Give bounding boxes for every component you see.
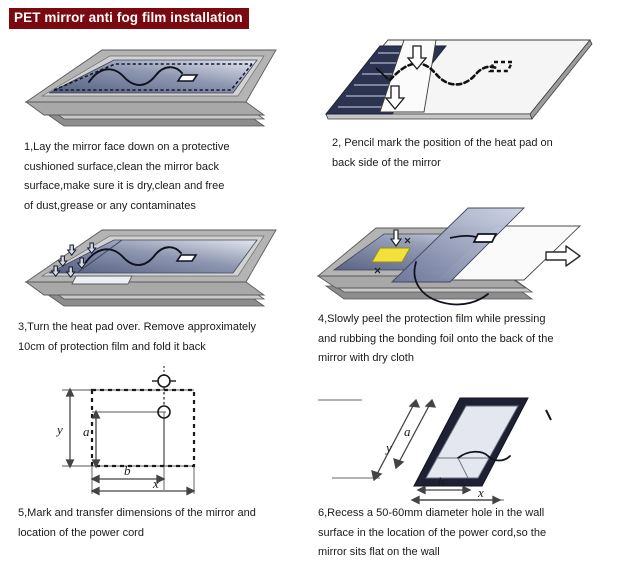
page-title: PET mirror anti fog film installation: [9, 8, 249, 30]
caption-line: mirror sits flat on the wall: [318, 546, 440, 559]
caption-line: cushioned surface,clean the mirror back: [24, 160, 220, 173]
step-4: 4,Slowly peel the protection film while …: [316, 204, 623, 364]
dimension-label-b: b: [124, 463, 131, 478]
step-3: 3,Turn the heat pad over. Remove approxi…: [14, 214, 314, 353]
caption-line: surface in the location of the power cor…: [318, 526, 547, 539]
peel-protection-film-illustration: [316, 207, 582, 306]
step-6: a y b x 6,Recess a 50-60mm diameter hole…: [318, 386, 623, 558]
step-3-caption: 3,Turn the heat pad over. Remove approxi…: [18, 318, 256, 357]
step-1-figure: [14, 30, 314, 135]
caption-line: 2, Pencil mark the position of the heat …: [332, 137, 553, 149]
dimension-transfer-diagram: y a b x: [55, 366, 196, 496]
caption-line: 3,Turn the heat pad over. Remove approxi…: [18, 321, 257, 333]
caption-line: 6,Recess a 50-60mm diameter hole in the …: [318, 507, 545, 519]
step-6-figure: a y b x: [318, 386, 623, 505]
step-2: 2, Pencil mark the position of the heat …: [318, 24, 623, 169]
caption-line: surface,make sure it is dry,clean and fr…: [24, 180, 225, 193]
dimension-label-y: y: [55, 422, 63, 437]
dimension-label-x: x: [477, 485, 484, 500]
caption-line: mirror with dry cloth: [318, 352, 414, 365]
caption-line: of dust,grease or any contaminates: [24, 199, 196, 212]
turn-heat-pad-over-illustration: [24, 229, 277, 307]
wall-recess-diagram: a y b x: [318, 397, 552, 505]
step-4-caption: 4,Slowly peel the protection film while …: [318, 310, 553, 369]
step-5-caption: 5,Mark and transfer dimensions of the mi…: [18, 504, 256, 543]
step-2-figure: [318, 24, 623, 132]
dimension-label-a: a: [404, 424, 411, 439]
mirror-outline: [90, 388, 196, 468]
step-5-figure: y a b x: [14, 362, 314, 502]
step-5: y a b x 5,Mark and transfer dimensions o…: [14, 362, 314, 539]
caption-line: 1,Lay the mirror face down on a protecti…: [24, 141, 230, 153]
dimension-label-x: x: [152, 476, 159, 491]
step-2-caption: 2, Pencil mark the position of the heat …: [332, 134, 553, 173]
caption-line: location of the power cord: [18, 526, 144, 539]
step-6-caption: 6,Recess a 50-60mm diameter hole in the …: [318, 504, 546, 563]
mirror-face-down-illustration: [24, 49, 277, 127]
dimension-label-a: a: [83, 424, 90, 439]
caption-line: and rubbing the bonding foil onto the ba…: [318, 332, 554, 345]
step-3-figure: [14, 214, 314, 314]
dimension-label-b: b: [438, 474, 445, 489]
step-4-figure: [316, 204, 623, 314]
caption-line: 5,Mark and transfer dimensions of the mi…: [18, 507, 256, 519]
pencil-mark-heat-pad-illustration: [325, 39, 593, 120]
step-1-caption: 1,Lay the mirror face down on a protecti…: [24, 138, 229, 216]
caption-line: back side of the mirror: [332, 156, 441, 169]
caption-line: 4,Slowly peel the protection film while …: [318, 313, 546, 325]
step-1: 1,Lay the mirror face down on a protecti…: [14, 30, 314, 212]
caption-line: 10cm of protection film and fold it back: [18, 340, 206, 353]
dimension-label-y: y: [384, 440, 392, 455]
